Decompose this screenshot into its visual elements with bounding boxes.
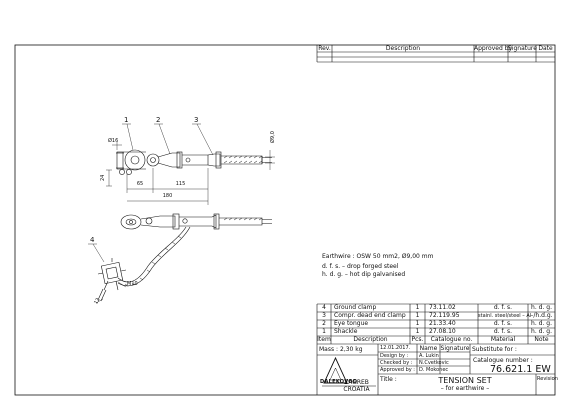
company-logo-mark	[322, 356, 376, 387]
title-block-grid	[316, 344, 555, 395]
note-dfs: d. f. s. – drop forged steel	[322, 263, 399, 270]
signature-header: Signature	[440, 345, 470, 352]
dim-d16: Ø16	[108, 138, 119, 144]
parts-row-material: d. f. s.	[493, 328, 513, 335]
parts-row-item: 3	[322, 312, 326, 319]
eye-tongue-side	[140, 213, 180, 230]
parts-row-description: Shackle	[334, 328, 358, 335]
checked-by-label: Checked by :	[380, 359, 413, 366]
parts-row-catalogue: 73.11.02	[429, 304, 456, 311]
parts-header-item: Item	[317, 336, 331, 343]
mass-value: 2,30 kg	[340, 346, 363, 353]
dim-24: 24	[100, 174, 106, 181]
rev-header-description: Description	[385, 45, 421, 52]
parts-header-note: Note	[534, 336, 549, 343]
callout-2: 2	[156, 116, 161, 124]
jumper-wire	[117, 226, 191, 287]
dim-65: 65	[136, 181, 144, 187]
parts-row-description: Eye tongue	[334, 320, 369, 327]
parts-row-item: 1	[322, 328, 326, 335]
side-view-assembly	[95, 213, 272, 304]
parts-row-material: stainl. steel/steel – Al	[478, 312, 532, 319]
parts-row-note: h. d. g.	[531, 304, 552, 311]
rev-header-rev: Rev.	[318, 45, 331, 52]
design-by-label: Design by :	[380, 352, 409, 359]
parts-row-description: Compr. dead end clamp	[334, 312, 406, 319]
company-country: CROATIA	[343, 386, 370, 393]
parts-header-catalogue: Catalogue no.	[430, 336, 473, 343]
mass-label: Mass :	[319, 346, 339, 353]
parts-row-item: 4	[322, 304, 326, 311]
parts-row-catalogue: 21.33.40	[429, 320, 456, 327]
drawing-subtitle: – for earthwire –	[440, 385, 490, 392]
shackle-top	[116, 149, 146, 175]
dimensions-top	[106, 142, 275, 205]
company-logo-text: DALEKOVOD	[320, 379, 358, 385]
top-view-assembly	[88, 123, 275, 263]
title-label: Title :	[380, 376, 397, 383]
drawing-title: TENSION SET	[438, 376, 492, 385]
parts-row-pcs: 1	[415, 328, 420, 335]
approved-by-value: D. Mokonec	[419, 366, 449, 373]
parts-list-grid	[316, 303, 555, 345]
catalogue-number-label: Catalogue number :	[473, 357, 533, 364]
parts-row-note: h. d. g.	[531, 328, 552, 335]
parts-row-material: d. f. s.	[493, 304, 513, 311]
eye-tongue-top	[146, 151, 209, 169]
callout-3: 3	[194, 116, 199, 124]
dead-end-clamp-side	[179, 213, 272, 230]
sheet-border	[14, 44, 556, 396]
design-by-value: A. Lukin	[419, 352, 439, 359]
parts-row-pcs: 1	[415, 304, 420, 311]
callout-4: 4	[90, 236, 95, 244]
revision-label: Revision	[537, 376, 558, 382]
parts-row-description: Ground clamp	[334, 304, 377, 311]
parts-header-description: Description	[353, 336, 388, 343]
callout-1: 1	[124, 116, 129, 124]
parts-header-material: Material	[490, 336, 516, 343]
parts-row-catalogue: 27.08.10	[429, 328, 456, 335]
dim-180: 180	[162, 193, 173, 199]
dim-d9: Ø9,0	[270, 131, 276, 143]
catalogue-number-value: 76.621.1 EW	[490, 363, 551, 375]
checked-by-value: N.Cvetkovic	[419, 359, 449, 366]
rev-header-approved-by: Approved by	[474, 45, 513, 52]
parts-row-material: d. f. s.	[493, 320, 513, 327]
rev-header-signature: Signature	[508, 45, 537, 52]
parts-row-item: 2	[322, 320, 326, 327]
ground-clamp	[95, 258, 127, 304]
callout-leaders	[88, 123, 214, 263]
shackle-side	[120, 214, 142, 230]
parts-row-note: –/h.d.g.	[530, 312, 553, 319]
approved-by-label: Approved by :	[380, 366, 415, 373]
note-hdg: h. d. g. – hot dip galvanised	[322, 271, 406, 278]
rev-header-date: Date	[538, 45, 553, 52]
substitute-for-label: Substitute for :	[472, 346, 517, 353]
parts-row-pcs: 1	[415, 320, 420, 327]
name-header: Name	[419, 345, 438, 352]
company-city: ZAGREB	[344, 379, 369, 386]
note-earthwire: Earthwire : OSW 50 mm2, Ø9,00 mm	[322, 253, 434, 260]
parts-row-note: h. d. g.	[531, 320, 552, 327]
revision-block	[316, 45, 555, 63]
parts-row-pcs: 1	[415, 312, 420, 319]
earthwire-top	[223, 155, 272, 164]
parts-header-pcs: Pcs.	[411, 336, 424, 343]
parts-row-catalogue: 72.119.95	[429, 312, 460, 319]
dim-m10: M10	[127, 281, 138, 287]
dead-end-clamp-top	[207, 151, 263, 169]
dim-115: 115	[175, 181, 186, 187]
date-value: 12.01.2017.	[380, 345, 411, 351]
